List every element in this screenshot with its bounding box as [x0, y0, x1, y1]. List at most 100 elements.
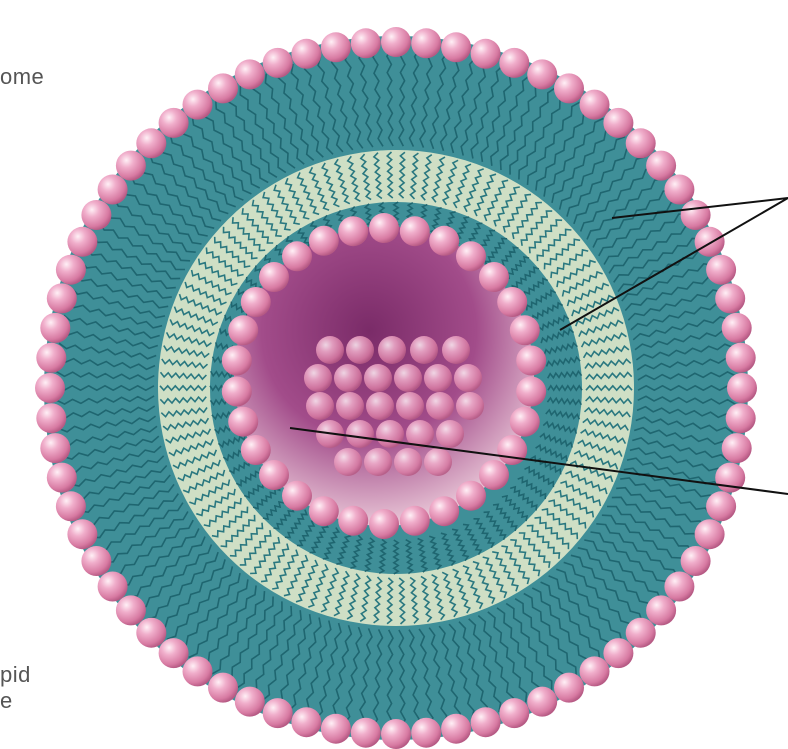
core-phospholipid-head	[316, 336, 344, 364]
phospholipid-head	[183, 90, 213, 120]
phospholipid-head	[309, 226, 339, 256]
phospholipid-head	[369, 509, 399, 539]
phospholipid-head	[338, 506, 368, 536]
phospholipid-head	[479, 262, 509, 292]
phospholipid-head	[228, 315, 258, 345]
phospholipid-head	[516, 346, 546, 376]
phospholipid-head	[291, 39, 321, 69]
phospholipid-head	[241, 287, 271, 317]
phospholipid-head	[706, 491, 736, 521]
phospholipid-head	[36, 403, 66, 433]
core-phospholipid-head	[364, 364, 392, 392]
core-phospholipid-head	[346, 336, 374, 364]
label-liposome-fragment: ome	[0, 64, 44, 90]
phospholipid-head	[228, 407, 258, 437]
phospholipid-head	[664, 572, 694, 602]
phospholipid-head	[351, 718, 381, 748]
phospholipid-head	[429, 226, 459, 256]
core-phospholipid-head	[336, 392, 364, 420]
phospholipid-head	[411, 28, 441, 58]
phospholipid-head	[338, 216, 368, 246]
phospholipid-head	[381, 27, 411, 57]
phospholipid-head	[369, 213, 399, 243]
phospholipid-head	[722, 313, 752, 343]
phospholipid-head	[499, 48, 529, 78]
phospholipid-head	[580, 90, 610, 120]
phospholipid-head	[259, 460, 289, 490]
phospholipid-head	[580, 656, 610, 686]
core-phospholipid-head	[346, 420, 374, 448]
phospholipid-head	[208, 673, 238, 703]
phospholipid-head	[116, 595, 146, 625]
label-phospholipid-fragment: pid	[0, 662, 31, 688]
core-phospholipid-head	[378, 336, 406, 364]
phospholipid-head	[309, 496, 339, 526]
core-phospholipid-head	[396, 392, 424, 420]
phospholipid-head	[56, 491, 86, 521]
phospholipid-head	[222, 346, 252, 376]
phospholipid-head	[429, 496, 459, 526]
phospholipid-head	[263, 48, 293, 78]
phospholipid-head	[159, 638, 189, 668]
phospholipid-head	[321, 714, 351, 744]
phospholipid-head	[81, 546, 111, 576]
core-phospholipid-head	[442, 336, 470, 364]
phospholipid-head	[510, 315, 540, 345]
phospholipid-head	[715, 283, 745, 313]
phospholipid-head	[81, 200, 111, 230]
phospholipid-head	[36, 343, 66, 373]
phospholipid-head	[235, 59, 265, 89]
core-phospholipid-head	[426, 392, 454, 420]
phospholipid-head	[159, 108, 189, 138]
phospholipid-head	[646, 151, 676, 181]
core-phospholipid-head	[334, 364, 362, 392]
phospholipid-head	[47, 283, 77, 313]
phospholipid-head	[263, 698, 293, 728]
phospholipid-head	[722, 433, 752, 463]
phospholipid-head	[282, 481, 312, 511]
phospholipid-head	[681, 546, 711, 576]
phospholipid-head	[527, 687, 557, 717]
phospholipid-head	[706, 255, 736, 285]
label-bilayer-fragment: e	[0, 688, 13, 714]
phospholipid-head	[441, 714, 471, 744]
core-phospholipid-head	[364, 448, 392, 476]
phospholipid-head	[321, 32, 351, 62]
phospholipid-head	[603, 638, 633, 668]
core-phospholipid-head	[436, 420, 464, 448]
phospholipid-head	[351, 28, 381, 58]
core-phospholipid-head	[394, 364, 422, 392]
core-phospholipid-head	[424, 364, 452, 392]
core-phospholipid-head	[454, 364, 482, 392]
phospholipid-head	[411, 718, 441, 748]
phospholipid-head	[441, 32, 471, 62]
phospholipid-head	[479, 460, 509, 490]
core-phospholipid-head	[304, 364, 332, 392]
phospholipid-head	[695, 519, 725, 549]
phospholipid-head	[554, 673, 584, 703]
phospholipid-head	[471, 39, 501, 69]
phospholipid-head	[456, 241, 486, 271]
phospholipid-head	[98, 572, 128, 602]
phospholipid-head	[626, 618, 656, 648]
core-phospholipid-head	[456, 392, 484, 420]
core-phospholipid-head	[424, 448, 452, 476]
phospholipid-head	[510, 407, 540, 437]
phospholipid-head	[56, 255, 86, 285]
phospholipid-head	[40, 313, 70, 343]
phospholipid-head	[116, 151, 146, 181]
phospholipid-head	[664, 175, 694, 205]
phospholipid-head	[695, 227, 725, 257]
phospholipid-head	[646, 595, 676, 625]
phospholipid-head	[626, 128, 656, 158]
phospholipid-head	[400, 216, 430, 246]
phospholipid-head	[35, 373, 65, 403]
phospholipid-head	[67, 227, 97, 257]
phospholipid-head	[183, 656, 213, 686]
phospholipid-head	[497, 435, 527, 465]
phospholipid-head	[222, 377, 252, 407]
phospholipid-head	[603, 108, 633, 138]
phospholipid-head	[208, 73, 238, 103]
core-phospholipid-head	[306, 392, 334, 420]
